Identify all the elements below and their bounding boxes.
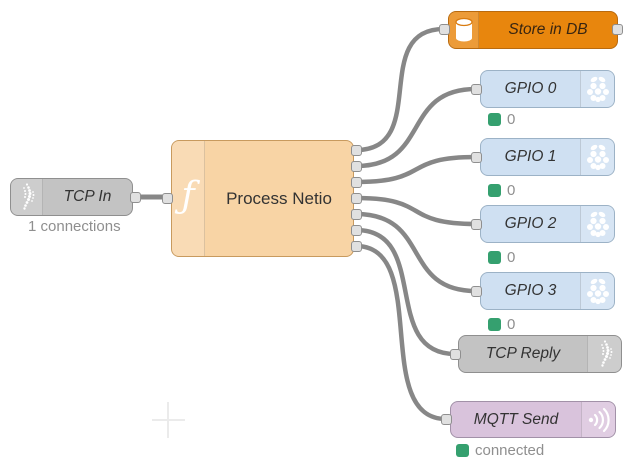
gpio0-status: 0 xyxy=(488,111,515,128)
port-process-output-4[interactable] xyxy=(350,192,362,204)
wire-process-to-gpio3[interactable] xyxy=(353,211,479,294)
node-label: Process Netio xyxy=(226,188,332,208)
node-gpio-2[interactable]: GPIO 2 xyxy=(480,205,615,243)
port-tcp-in-output[interactable] xyxy=(129,191,141,203)
wire-process-to-storeindb[interactable] xyxy=(353,26,447,153)
status-text: 0 xyxy=(507,182,516,199)
gpio2-status: 0 xyxy=(488,249,515,266)
node-gpio-3[interactable]: GPIO 3 xyxy=(480,272,615,310)
mqtt-status: connected xyxy=(456,442,544,459)
port-store-in-db-input[interactable] xyxy=(438,23,450,35)
function-icon: ƒ xyxy=(172,141,205,256)
node-mqtt-send[interactable]: MQTT Send xyxy=(450,401,616,438)
dotted-bridge-icon xyxy=(11,179,43,215)
gpio3-status: 0 xyxy=(488,316,515,333)
node-tcp-reply[interactable]: TCP Reply xyxy=(458,335,622,373)
port-store-in-db-output[interactable] xyxy=(611,23,623,35)
node-label: GPIO 3 xyxy=(504,282,557,299)
status-dot xyxy=(456,444,469,457)
raspberry-pi-icon xyxy=(580,206,614,242)
database-icon xyxy=(449,12,479,48)
status-text: 0 xyxy=(507,111,516,128)
port-process-output-3[interactable] xyxy=(350,176,362,188)
port-process-output-6[interactable] xyxy=(350,224,362,236)
node-store-in-db[interactable]: Store in DB xyxy=(448,11,618,49)
wire-process-to-gpio1[interactable] xyxy=(353,154,479,185)
node-label: TCP Reply xyxy=(485,345,561,362)
gpio1-status: 0 xyxy=(488,182,515,199)
raspberry-pi-icon xyxy=(580,139,614,175)
node-label: GPIO 0 xyxy=(504,80,557,97)
status-dot xyxy=(488,184,501,197)
node-label: Store in DB xyxy=(508,21,588,38)
status-dot xyxy=(488,251,501,264)
node-gpio-1[interactable]: GPIO 1 xyxy=(480,138,615,176)
wire-process-to-gpio0[interactable] xyxy=(353,86,479,169)
port-gpio3-input[interactable] xyxy=(470,285,482,297)
port-process-output-1[interactable] xyxy=(350,144,362,156)
status-dot xyxy=(488,113,501,126)
wire-process-to-gpio2[interactable] xyxy=(353,195,479,227)
status-text: 1 connections xyxy=(28,218,121,235)
port-gpio0-input[interactable] xyxy=(470,83,482,95)
raspberry-pi-icon xyxy=(580,71,614,107)
port-process-output-5[interactable] xyxy=(350,208,362,220)
port-process-input[interactable] xyxy=(161,192,173,204)
status-text: connected xyxy=(475,442,545,459)
port-gpio1-input[interactable] xyxy=(470,151,482,163)
node-label: GPIO 1 xyxy=(504,148,557,165)
port-gpio2-input[interactable] xyxy=(470,218,482,230)
port-process-output-7[interactable] xyxy=(350,240,362,252)
dotted-bridge-icon xyxy=(587,336,621,372)
port-process-output-2[interactable] xyxy=(350,160,362,172)
status-dot xyxy=(488,318,501,331)
node-tcp-in[interactable]: TCP In xyxy=(10,178,133,216)
status-text: 0 xyxy=(507,249,516,266)
wire-process-to-tcpreply[interactable] xyxy=(353,227,458,357)
node-gpio-0[interactable]: GPIO 0 xyxy=(480,70,615,108)
wire-process-to-mqttsend[interactable] xyxy=(353,243,449,422)
signal-icon xyxy=(581,402,615,437)
node-label: GPIO 2 xyxy=(504,215,557,232)
node-label: TCP In xyxy=(63,188,112,205)
status-text: 0 xyxy=(507,316,516,333)
port-tcp-reply-input[interactable] xyxy=(449,348,461,360)
node-process-netio[interactable]: ƒ Process Netio xyxy=(171,140,354,257)
raspberry-pi-icon xyxy=(580,273,614,309)
port-mqtt-send-input[interactable] xyxy=(440,413,452,425)
tcp-in-status: 1 connections xyxy=(28,218,121,235)
node-label: MQTT Send xyxy=(473,410,559,428)
